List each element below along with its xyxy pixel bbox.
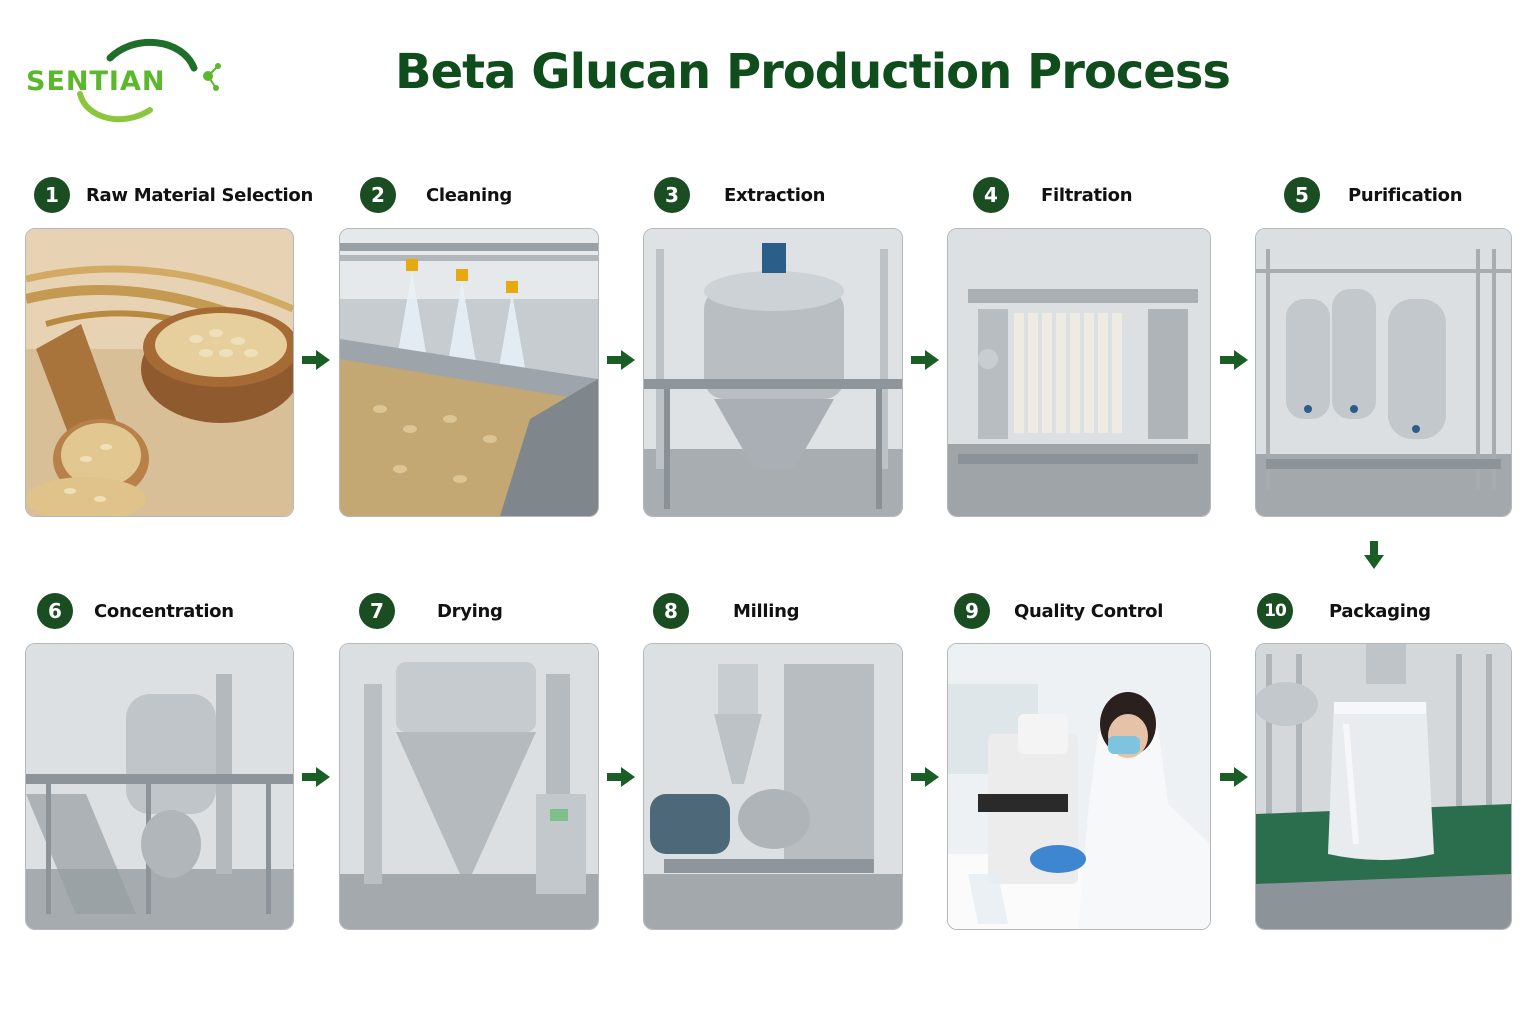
grinding-mill-illustration <box>644 644 902 929</box>
foil-pouch-illustration <box>1256 644 1511 929</box>
step-number-badge: 7 <box>359 593 395 629</box>
flow-arrow-right-icon <box>607 765 635 789</box>
step-photo-purification <box>1255 228 1512 517</box>
flow-arrow-right-icon <box>1220 348 1248 372</box>
step-header-6: 6 Concentration <box>37 591 234 631</box>
step-photo-extraction <box>643 228 903 517</box>
step-label: Purification <box>1348 184 1463 206</box>
flow-arrow-right-icon <box>911 348 939 372</box>
step-header-10: 10 Packaging <box>1257 591 1431 631</box>
step-header-8: 8 Milling <box>653 591 800 631</box>
step-photo-quality-control <box>947 643 1211 930</box>
step-header-2: 2 Cleaning <box>360 175 512 215</box>
flow-arrow-right-icon <box>607 348 635 372</box>
step-label: Packaging <box>1329 600 1431 622</box>
step-label: Cleaning <box>426 184 513 206</box>
step-photo-milling <box>643 643 903 930</box>
step-number-badge: 6 <box>37 593 73 629</box>
step-number-badge: 2 <box>360 177 396 213</box>
evaporator-illustration <box>26 644 293 929</box>
step-photo-drying <box>339 643 599 930</box>
flow-arrow-right-icon <box>911 765 939 789</box>
step-label: Drying <box>437 600 503 622</box>
flow-arrow-right-icon <box>302 348 330 372</box>
step-number-badge: 8 <box>653 593 689 629</box>
step-photo-filtration <box>947 228 1211 517</box>
logo-swoosh-icon <box>77 38 221 123</box>
step-number-badge: 4 <box>973 177 1009 213</box>
step-label: Milling <box>733 600 800 622</box>
filter-press-illustration <box>948 229 1210 516</box>
step-header-7: 7 Drying <box>359 591 503 631</box>
step-number-badge: 1 <box>34 177 70 213</box>
page-title: Beta Glucan Production Process <box>395 44 1231 100</box>
purification-columns-illustration <box>1256 229 1511 516</box>
step-header-4: 4 Filtration <box>973 175 1133 215</box>
step-label: Concentration <box>94 600 234 622</box>
step-header-9: 9 Quality Control <box>954 591 1163 631</box>
oat-grains-illustration <box>26 229 293 516</box>
step-header-1: 1 Raw Material Selection <box>34 175 313 215</box>
step-photo-packaging <box>1255 643 1512 930</box>
lab-technician-illustration <box>948 644 1210 929</box>
step-number-badge: 10 <box>1257 593 1293 629</box>
step-header-3: 3 Extraction <box>654 175 825 215</box>
step-number-badge: 5 <box>1284 177 1320 213</box>
step-label: Filtration <box>1041 184 1133 206</box>
step-label: Quality Control <box>1014 600 1164 622</box>
step-header-5: 5 Purification <box>1284 175 1463 215</box>
step-photo-concentration <box>25 643 294 930</box>
washing-conveyor-illustration <box>340 229 598 516</box>
step-photo-raw-material <box>25 228 294 517</box>
flow-arrow-right-icon <box>1220 765 1248 789</box>
step-number-badge: 9 <box>954 593 990 629</box>
step-label: Raw Material Selection <box>86 184 313 206</box>
step-photo-cleaning <box>339 228 599 517</box>
extraction-tank-illustration <box>644 229 902 516</box>
flow-arrow-down-icon <box>1362 541 1386 569</box>
step-label: Extraction <box>724 184 826 206</box>
brand-logo: SENTIAN <box>22 36 222 128</box>
logo-wordmark: SENTIAN <box>26 66 166 97</box>
flow-arrow-right-icon <box>302 765 330 789</box>
step-number-badge: 3 <box>654 177 690 213</box>
spray-dryer-illustration <box>340 644 598 929</box>
